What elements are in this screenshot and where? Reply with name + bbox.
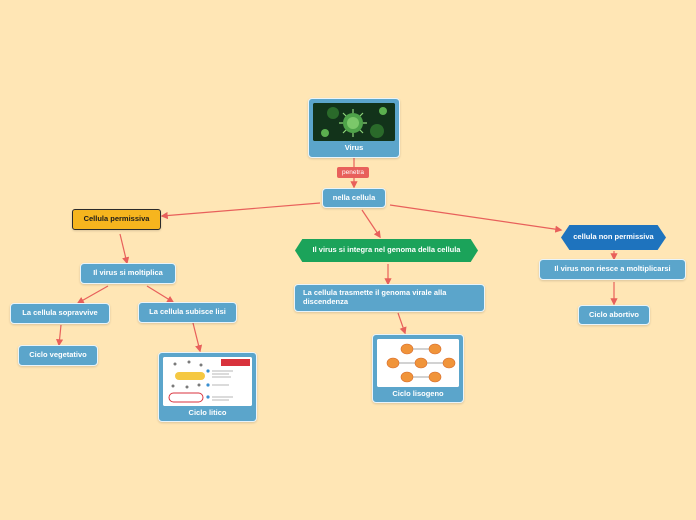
virus-image [313,103,395,141]
cellula-non-permissiva-node[interactable]: cellula non permissiva [561,225,666,250]
connector-trasmette-lisogeno [397,312,407,335]
connector-cellula-integra [361,209,381,239]
ciclo-lisogeno-image [377,339,459,387]
ciclo-abortivo-node[interactable]: Ciclo abortivo [578,305,650,325]
nella-cellula-node[interactable]: nella cellula [322,188,386,208]
integra-node[interactable]: Il virus si integra nel genoma della cel… [295,239,478,262]
connector-cellula-permissiva [160,202,321,220]
connector-lisi-litico [192,322,203,353]
ciclo-litico-image [163,357,252,406]
connector-permissiva-moltiplica [119,233,130,265]
non-riesce-node[interactable]: Il virus non riesce a moltiplicarsi [539,259,686,280]
virus-label: Virus [344,143,364,152]
ciclo-litico-node[interactable]: Ciclo litico [158,352,257,422]
connector-moltiplica-lisi [146,285,175,303]
ciclo-litico-label: Ciclo litico [188,408,227,417]
lisi-node[interactable]: La cellula subisce lisi [138,302,237,323]
moltiplica-node[interactable]: Il virus si moltiplica [80,263,176,284]
connector-moltiplica-sopravvive [76,285,109,304]
trasmette-node[interactable]: La cellula trasmette il genoma virale al… [294,284,485,312]
connector-sopravvive-vegetativo [55,324,64,347]
ciclo-vegetativo-node[interactable]: Ciclo vegetativo [18,345,98,366]
cellula-permissiva-node[interactable]: Cellula permissiva [72,209,161,230]
ciclo-lisogeno-node[interactable]: Ciclo lisogeno [372,334,464,403]
sopravvive-node[interactable]: La cellula sopravvive [10,303,110,324]
virus-node[interactable]: Virus [308,98,400,158]
penetra-label: penetra [337,167,370,178]
ciclo-lisogeno-label: Ciclo lisogeno [392,389,444,398]
connector-cellula-nonpermissiva [389,204,563,233]
